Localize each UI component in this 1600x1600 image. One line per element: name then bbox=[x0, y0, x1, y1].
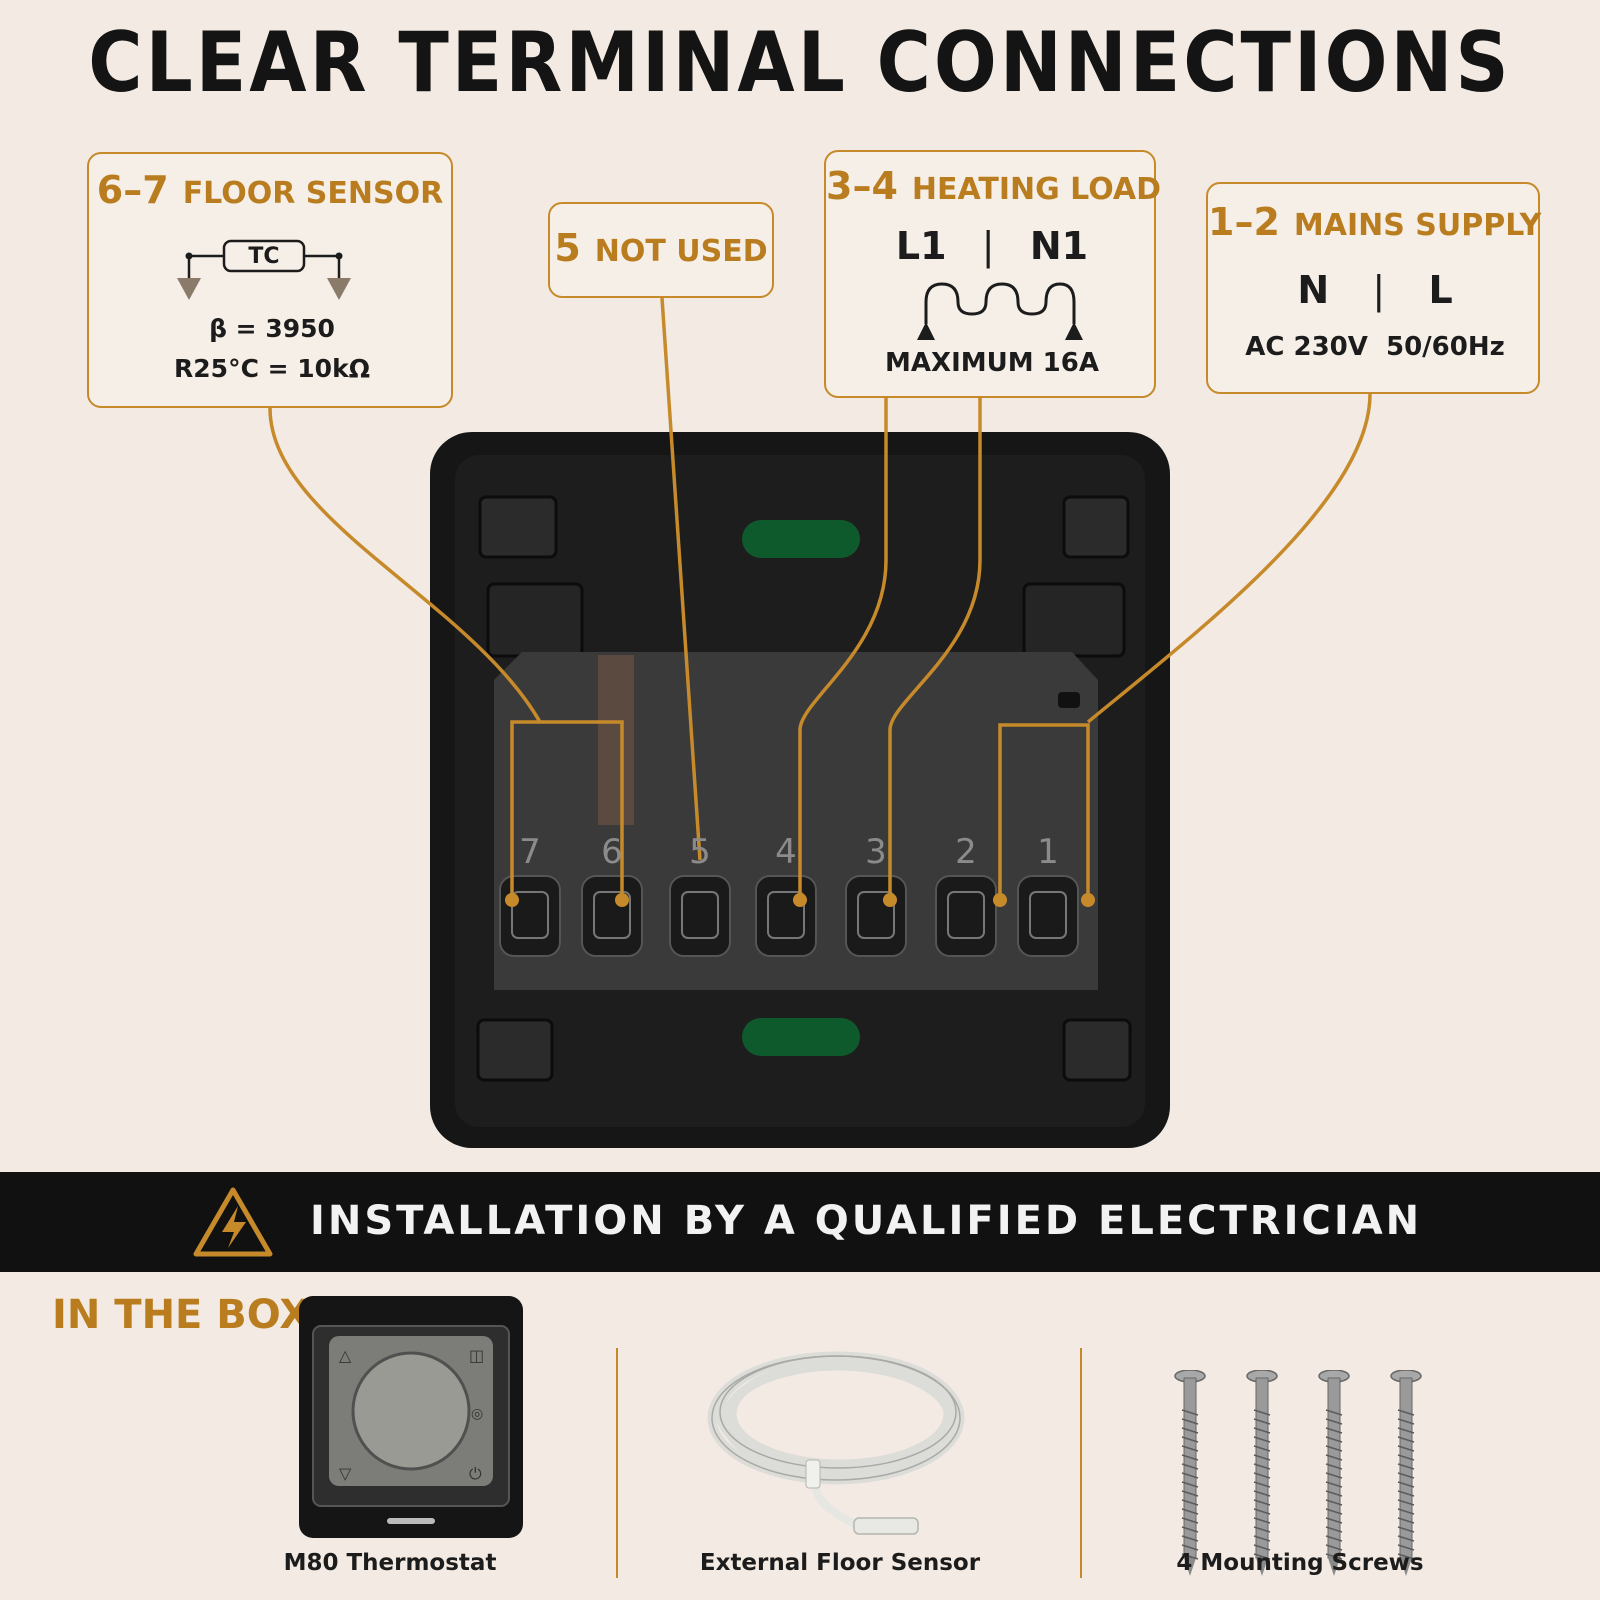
mounting-screw-4 bbox=[1390, 1370, 1422, 1576]
terminal-screw-7 bbox=[511, 891, 549, 939]
terminal-screw-4 bbox=[767, 891, 805, 939]
callout-not-used: 5 NOT USED bbox=[548, 202, 774, 298]
svg-text:▽: ▽ bbox=[339, 1464, 352, 1483]
callout-mains-supply-header: 1–2 MAINS SUPPLY bbox=[1208, 200, 1541, 244]
terminal-port-2 bbox=[935, 875, 997, 957]
callout-mains-supply-label: MAINS SUPPLY bbox=[1293, 208, 1542, 243]
mains-supply-connector-line bbox=[998, 393, 1372, 900]
svg-text:△: △ bbox=[339, 1346, 352, 1365]
mains-n-label: N bbox=[1297, 268, 1330, 312]
terminal-number-1: 1 bbox=[1037, 832, 1059, 872]
callout-not-used-terminals: 5 bbox=[554, 226, 581, 270]
svg-text:◎: ◎ bbox=[471, 1406, 483, 1422]
in-the-box-item-screws: 4 Mounting Screws bbox=[1176, 1550, 1424, 1576]
terminal-screw-5 bbox=[681, 891, 719, 939]
terminal-screw-6 bbox=[593, 891, 631, 939]
mounting-screw-1 bbox=[1174, 1370, 1206, 1576]
safety-banner-text: INSTALLATION BY A QUALIFIED ELECTRICIAN bbox=[310, 1198, 1423, 1244]
callout-mains-supply-terminals: 1–2 bbox=[1208, 200, 1280, 244]
mounting-screw-3 bbox=[1318, 1370, 1350, 1576]
terminal-port-4 bbox=[755, 875, 817, 957]
thermostat-icon: △ ▽ ◫ ◎ ⏻ bbox=[299, 1296, 523, 1538]
heating-load-l1-label: L1 bbox=[895, 224, 947, 268]
callout-not-used-label: NOT USED bbox=[594, 234, 768, 269]
callout-heating-load: 3–4 HEATING LOAD L1 | N1 MAXIMUM 16A bbox=[824, 150, 1161, 398]
heating-load-n1-label: N1 bbox=[1029, 224, 1089, 268]
mains-terminal-labels: N | L bbox=[1208, 268, 1542, 312]
heating-load-terminal-labels: L1 | N1 bbox=[826, 224, 1158, 268]
svg-text:◫: ◫ bbox=[469, 1346, 484, 1365]
callout-floor-sensor-header: 6–7 FLOOR SENSOR bbox=[89, 168, 451, 212]
mounting-screw-2 bbox=[1246, 1370, 1278, 1576]
terminal-number-5: 5 bbox=[689, 832, 711, 872]
callout-not-used-header: 5 NOT USED bbox=[550, 226, 772, 270]
mains-l-label: L bbox=[1428, 268, 1453, 312]
device-back-illustration bbox=[268, 297, 1372, 1148]
terminal-number-6: 6 bbox=[601, 832, 623, 872]
in-the-box-item-thermostat: M80 Thermostat bbox=[283, 1550, 497, 1576]
thermistor-symbol-icon bbox=[177, 239, 351, 300]
terminal-screw-1 bbox=[1029, 891, 1067, 939]
in-the-box-heading: IN THE BOX bbox=[52, 1292, 311, 1338]
heating-load-l1-connector-line bbox=[798, 398, 888, 900]
terminal-number-4: 4 bbox=[775, 832, 797, 872]
terminal-number-2: 2 bbox=[955, 832, 977, 872]
svg-text:⏻: ⏻ bbox=[469, 1464, 482, 1483]
callout-heating-load-header: 3–4 HEATING LOAD bbox=[826, 164, 1161, 208]
thermistor-symbol-label: TC bbox=[248, 244, 280, 269]
safety-banner: INSTALLATION BY A QUALIFIED ELECTRICIAN bbox=[0, 1172, 1600, 1272]
terminal-number-7: 7 bbox=[519, 832, 541, 872]
floor-sensor-connector-line bbox=[268, 407, 624, 900]
screws-icon bbox=[1174, 1370, 1422, 1576]
heating-coil-icon bbox=[917, 282, 1083, 340]
not-used-connector-line bbox=[660, 297, 702, 861]
sensor-cable-icon bbox=[707, 1351, 965, 1535]
heating-load-n1-connector-line bbox=[888, 398, 982, 900]
terminal-port-1 bbox=[1017, 875, 1079, 957]
lower-indicator-window bbox=[742, 1018, 860, 1056]
terminal-screw-2 bbox=[947, 891, 985, 939]
callout-heating-load-label: HEATING LOAD bbox=[911, 172, 1162, 207]
terminal-port-3 bbox=[845, 875, 907, 957]
sensor-resistance-value: R25°C = 10kΩ bbox=[174, 354, 370, 383]
box-divider-right bbox=[1080, 1348, 1082, 1578]
box-divider-left bbox=[616, 1348, 618, 1578]
mains-separator: | bbox=[1372, 268, 1386, 312]
heating-load-separator: | bbox=[981, 224, 995, 268]
terminal-port-7 bbox=[499, 875, 561, 957]
in-the-box-item-floor-sensor: External Floor Sensor bbox=[699, 1550, 981, 1576]
callout-floor-sensor-terminals: 6–7 bbox=[96, 168, 169, 212]
terminal-port-5 bbox=[669, 875, 731, 957]
sensor-beta-value: β = 3950 bbox=[209, 314, 335, 343]
callout-mains-supply: 1–2 MAINS SUPPLY N | L AC 230V 50/60Hz bbox=[1206, 182, 1542, 394]
terminal-screw-3 bbox=[857, 891, 895, 939]
page-title: CLEAR TERMINAL CONNECTIONS bbox=[88, 14, 1512, 112]
callout-heating-load-terminals: 3–4 bbox=[826, 164, 898, 208]
callout-floor-sensor-label: FLOOR SENSOR bbox=[182, 176, 444, 211]
heating-load-max-current: MAXIMUM 16A bbox=[885, 348, 1099, 378]
mains-spec: AC 230V 50/60Hz bbox=[1245, 332, 1505, 362]
terminal-port-6 bbox=[581, 875, 643, 957]
warning-lightning-icon bbox=[193, 1187, 273, 1257]
terminal-number-3: 3 bbox=[865, 832, 887, 872]
upper-indicator-window bbox=[742, 520, 860, 558]
callout-floor-sensor: 6–7 FLOOR SENSOR TC β = 3950 R25°C = 10kΩ bbox=[87, 152, 453, 408]
